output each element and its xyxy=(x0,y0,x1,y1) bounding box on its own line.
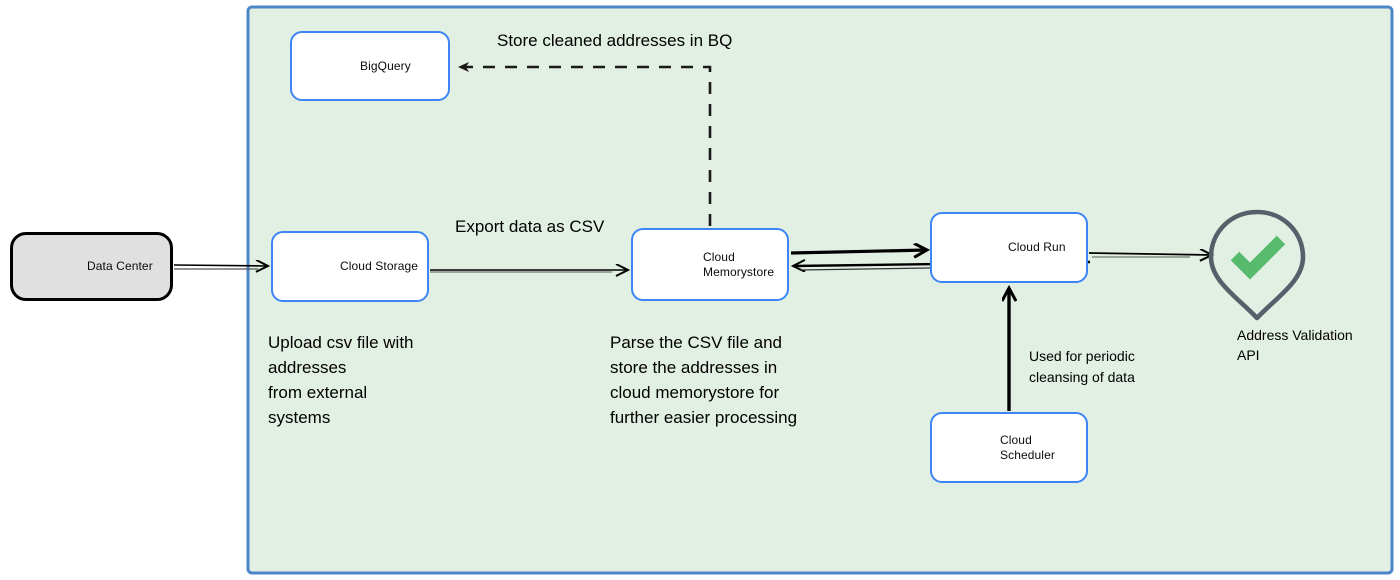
edge-memorystore-to-bigquery xyxy=(458,62,712,226)
node-cloud-scheduler[interactable]: Cloud Scheduler xyxy=(930,412,1088,483)
node-data-center-label: Data Center xyxy=(87,259,153,273)
bigquery-icon-slot xyxy=(306,46,346,86)
node-address-validation-api-label: Address Validation API xyxy=(1237,327,1353,363)
node-cloud-scheduler-label: Cloud Scheduler xyxy=(1000,432,1055,462)
node-cloud-run-label: Cloud Run xyxy=(1008,240,1066,254)
node-cloud-memorystore-label: Cloud Memorystore xyxy=(703,249,775,279)
node-bigquery-label: BigQuery xyxy=(360,58,411,73)
edge-cloudstorage-to-memorystore xyxy=(430,270,628,272)
data-center-icon-slot xyxy=(27,247,73,287)
cloud-run-icon-slot xyxy=(946,229,988,267)
annotation-upload: Upload csv file with addresses from exte… xyxy=(268,333,414,427)
edge-label-export-csv: Export data as CSV xyxy=(455,217,605,236)
edge-label-periodic-cleansing: Used for periodic cleansing of data xyxy=(1029,348,1135,385)
node-cloud-storage[interactable]: Cloud Storage xyxy=(271,231,429,302)
node-cloud-memorystore[interactable]: Cloud Memorystore xyxy=(631,228,789,301)
node-data-center[interactable]: Data Center xyxy=(10,232,173,301)
cloud-scheduler-icon-slot xyxy=(950,429,988,467)
annotation-parse: Parse the CSV file and store the address… xyxy=(610,333,798,427)
node-cloud-run[interactable]: Cloud Run xyxy=(930,212,1088,283)
node-bigquery[interactable]: BigQuery xyxy=(290,31,450,101)
edge-label-store-in-bq: Store cleaned addresses in BQ xyxy=(497,31,733,50)
cloud-memorystore-icon-slot xyxy=(647,246,689,284)
edge-cloudrun-to-addressapi xyxy=(1088,253,1212,257)
node-cloud-storage-label: Cloud Storage xyxy=(340,259,419,273)
cloud-storage-icon-slot xyxy=(290,249,326,285)
address-validation-pin-check-icon xyxy=(1208,209,1306,321)
edge-datacenter-to-cloudstorage xyxy=(173,265,268,269)
google-cloud-boundary xyxy=(246,5,1394,575)
